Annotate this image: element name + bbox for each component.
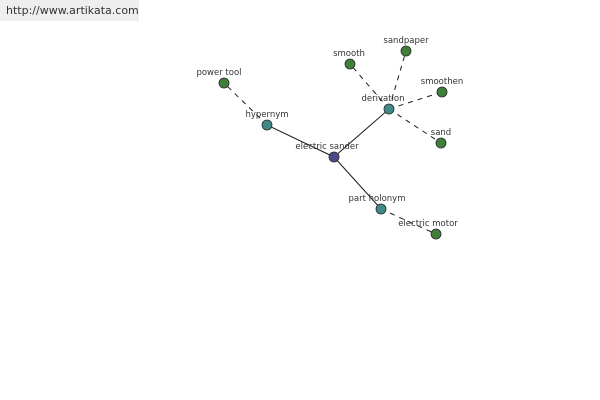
- node-label-sand[interactable]: sand: [431, 128, 451, 138]
- node-marker-power-tool[interactable]: [218, 77, 230, 89]
- edge-electric-sander-to-hypernym: [266, 124, 335, 158]
- node-marker-part-holonym[interactable]: [375, 203, 387, 215]
- node-smooth[interactable]: smooth: [333, 49, 365, 70]
- edge-electric-sander-to-derivation: [333, 108, 390, 158]
- edge-derivation-to-sandpaper: [388, 50, 407, 110]
- node-label-electric-sander[interactable]: electric sander: [295, 142, 359, 152]
- site-url-link[interactable]: http://www.artikata.com: [0, 0, 139, 21]
- node-label-hypernym[interactable]: hypernym: [245, 110, 288, 120]
- node-hypernym[interactable]: hypernym: [245, 110, 289, 131]
- node-marker-smoothen[interactable]: [436, 86, 448, 98]
- node-marker-hypernym[interactable]: [261, 119, 273, 131]
- node-smoothen[interactable]: smoothen: [421, 77, 463, 98]
- edges-layer: [223, 50, 443, 235]
- node-marker-electric-motor[interactable]: [430, 228, 442, 240]
- edge-part-holonym-to-electric-motor: [380, 208, 437, 235]
- node-label-smoothen[interactable]: smoothen: [421, 77, 463, 87]
- node-derivation[interactable]: derivation: [361, 94, 405, 115]
- node-electric-motor[interactable]: electric motor: [398, 219, 458, 240]
- node-label-sandpaper[interactable]: sandpaper: [383, 36, 429, 46]
- edge-derivation-to-sand: [388, 108, 442, 144]
- node-marker-sand[interactable]: [435, 137, 447, 149]
- node-sandpaper[interactable]: sandpaper: [383, 36, 429, 57]
- edge-hypernym-to-power-tool: [223, 82, 268, 126]
- node-power-tool[interactable]: power tool: [196, 68, 242, 89]
- node-label-part-holonym[interactable]: part holonym: [349, 194, 406, 204]
- node-marker-electric-sander[interactable]: [328, 151, 340, 163]
- node-label-power-tool[interactable]: power tool: [196, 68, 241, 78]
- node-marker-derivation[interactable]: [383, 103, 395, 115]
- node-electric-sander[interactable]: electric sander: [295, 142, 359, 163]
- node-label-smooth[interactable]: smooth: [333, 49, 365, 59]
- nodes-layer: electric sander hypernym derivation part ho…: [196, 36, 463, 240]
- node-part-holonym[interactable]: part holonym: [349, 194, 406, 215]
- node-marker-sandpaper[interactable]: [400, 45, 412, 57]
- node-label-electric-motor[interactable]: electric motor: [398, 219, 458, 229]
- edge-electric-sander-to-part-holonym: [333, 156, 382, 210]
- node-sand[interactable]: sand: [431, 128, 451, 149]
- node-marker-smooth[interactable]: [344, 58, 356, 70]
- node-label-derivation[interactable]: derivation: [361, 94, 404, 104]
